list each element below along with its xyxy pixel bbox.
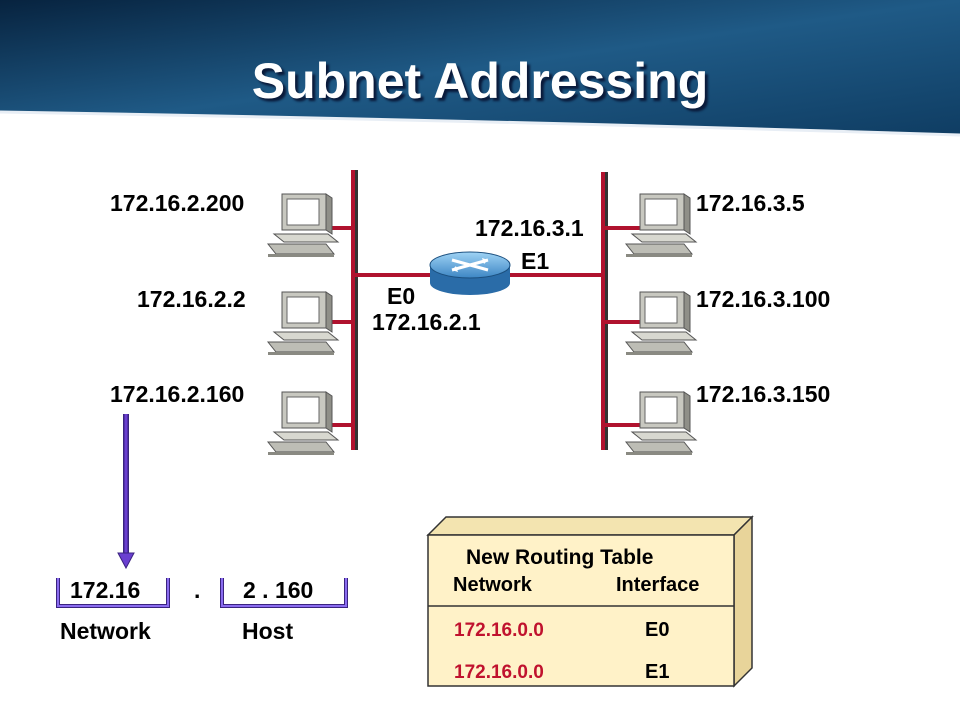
router-e1-label: E1 xyxy=(521,248,550,274)
page-title: Subnet Addressing xyxy=(251,53,709,109)
host-pc-right-1 xyxy=(625,193,697,258)
routing-table-row-1-interface: E0 xyxy=(645,619,670,641)
host-ip-left-1: 172.16.2.200 xyxy=(110,190,245,216)
routing-table-row-1-network: 172.16.0.0 xyxy=(454,620,544,641)
routing-table-box xyxy=(426,515,754,688)
routing-table-title: New Routing Table xyxy=(466,546,654,569)
address-dot: . xyxy=(194,577,201,603)
router-e1-ip: 172.16.3.1 xyxy=(475,215,584,241)
host-part: 2 . 160 xyxy=(243,577,314,603)
network-part: 172.16 xyxy=(70,577,141,603)
router-e0-ip: 172.16.2.1 xyxy=(372,309,481,335)
routing-table-col-network: Network xyxy=(453,574,532,596)
host-pc-left-3 xyxy=(267,391,339,456)
routing-table-col-interface: Interface xyxy=(616,574,700,596)
routing-table-row-2-network: 172.16.0.0 xyxy=(454,662,544,683)
header-curve-line xyxy=(0,110,960,137)
routing-table-row-2-interface: E1 xyxy=(645,661,670,683)
router-icon xyxy=(429,251,511,295)
host-ip-right-1: 172.16.3.5 xyxy=(696,190,805,216)
host-ip-right-2: 172.16.3.100 xyxy=(696,286,831,312)
host-pc-left-2 xyxy=(267,291,339,356)
header-band xyxy=(0,0,960,135)
network-label: Network xyxy=(60,618,151,644)
host-ip-right-3: 172.16.3.150 xyxy=(696,381,831,407)
host-ip-left-2: 172.16.2.2 xyxy=(137,286,246,312)
host-ip-left-3: 172.16.2.160 xyxy=(110,381,245,407)
host-pc-left-1 xyxy=(267,193,339,258)
router-e0-label: E0 xyxy=(387,283,416,309)
host-label: Host xyxy=(242,618,294,644)
